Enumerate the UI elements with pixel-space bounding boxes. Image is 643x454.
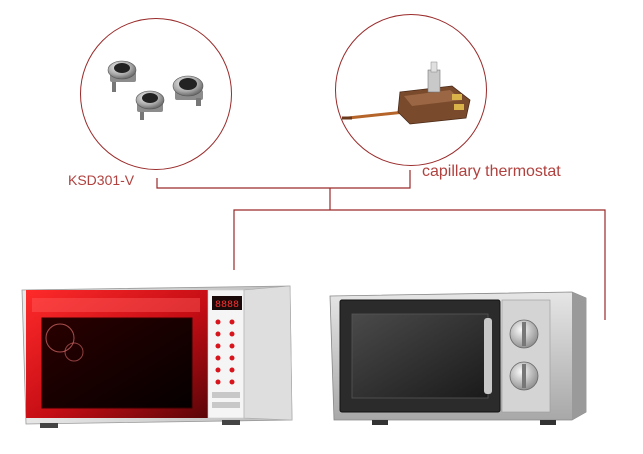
power-knob — [509, 319, 539, 349]
capillary-thermostat-circle — [335, 14, 487, 166]
silver-microwave-control-panel — [501, 299, 551, 413]
red-microwave-buttons — [215, 319, 235, 385]
bottom-connector — [233, 209, 606, 320]
silver-microwave-handle — [484, 318, 492, 394]
ksd301-thermostat-3 — [172, 75, 204, 106]
capillary-thermostat-label: capillary thermostat — [422, 163, 561, 180]
red-microwave-display — [212, 296, 242, 310]
ksd301-thermostat-2 — [135, 90, 165, 120]
ksd301-label: KSD301-V — [68, 172, 135, 188]
red-microwave-display-digits: 8888 — [215, 300, 239, 311]
timer-knob — [509, 361, 539, 391]
capillary-tube — [347, 110, 406, 120]
ksd301-thermostat-1 — [107, 60, 137, 92]
top-connector — [156, 170, 411, 189]
